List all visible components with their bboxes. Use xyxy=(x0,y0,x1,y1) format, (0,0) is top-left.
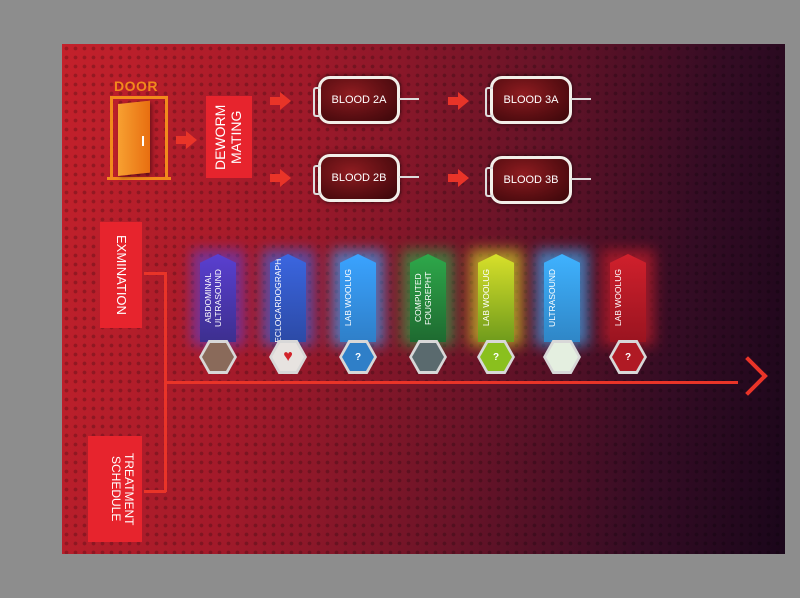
treatment-box: TREATMENT SCHEDULE xyxy=(88,436,142,542)
tag-hex-inner: ♥ xyxy=(272,343,304,371)
exam-tag: LAB WOOLUG? xyxy=(470,250,522,374)
tag-ribbon: COMPUTED FOUGREPHT xyxy=(410,254,446,342)
tag-ribbon: LAB WOOLUG xyxy=(610,254,646,342)
tag-hex-icon: ♥ xyxy=(269,340,307,374)
blood-bag-2b-label: BLOOD 2B xyxy=(331,172,387,184)
door-label: DOOR xyxy=(114,78,158,94)
tag-hex-inner: ? xyxy=(612,343,644,371)
tag-label: ULTRASOUND xyxy=(547,269,557,327)
exam-tag: LAB WOOLUG? xyxy=(332,250,384,374)
timeline-branch-top xyxy=(144,272,166,275)
exam-tag: ULTRASOUND xyxy=(536,250,588,374)
exam-tag: LAB WOOLUG? xyxy=(602,250,654,374)
door-icon xyxy=(118,100,150,176)
tag-label: ABDOMINAL ULTRASOUND xyxy=(203,269,223,327)
examination-label: EXMINATION xyxy=(114,235,130,315)
treatment-label: TREATMENT SCHEDULE xyxy=(108,452,136,526)
tag-label: LAB WOOLUG xyxy=(481,269,491,327)
tag-label: COMPUTED FOUGREPHT xyxy=(413,271,433,325)
tag-hex-icon xyxy=(409,340,447,374)
blood-bag-3b-label: BLOOD 3B xyxy=(503,174,559,186)
blood-bag-3a: BLOOD 3A xyxy=(485,76,591,124)
timeline-arrowhead xyxy=(728,356,768,396)
tag-ribbon: ULTRASOUND xyxy=(544,254,580,342)
exam-tag: ECLOCARDOGRAPHY♥ xyxy=(262,250,314,374)
blood-bag-3a-label: BLOOD 3A xyxy=(503,94,559,106)
tag-ribbon: LAB WOOLUG xyxy=(340,254,376,342)
tag-label: LAB WOOLUG xyxy=(613,269,623,327)
tag-label: LAB WOOLUG xyxy=(343,269,353,327)
deworm-box: DEWORM MATING xyxy=(206,96,252,178)
poster: DOOR DEWORM MATING BLOOD 2A BLOOD 2B BLO… xyxy=(62,44,785,554)
tag-ribbon: LAB WOOLUG xyxy=(478,254,514,342)
tag-hex-inner xyxy=(546,343,578,371)
timeline-arrow-line xyxy=(164,381,738,384)
blood-bag-3b: BLOOD 3B xyxy=(485,156,591,204)
blood-bag-2b: BLOOD 2B xyxy=(313,154,419,202)
exam-tag: COMPUTED FOUGREPHT xyxy=(402,250,454,374)
tag-hex-inner xyxy=(412,343,444,371)
tag-label: ECLOCARDOGRAPHY xyxy=(273,253,283,343)
tag-hex-inner xyxy=(202,343,234,371)
blood-bag-2a-label: BLOOD 2A xyxy=(331,94,387,106)
examination-box: EXMINATION xyxy=(100,222,142,328)
tag-ribbon: ECLOCARDOGRAPHY xyxy=(270,254,306,342)
tag-hex-inner: ? xyxy=(480,343,512,371)
tag-ribbon: ABDOMINAL ULTRASOUND xyxy=(200,254,236,342)
tag-hex-inner: ? xyxy=(342,343,374,371)
deworm-label: DEWORM MATING xyxy=(212,104,245,170)
exam-tag: ABDOMINAL ULTRASOUND xyxy=(192,250,244,374)
tag-hex-icon: ? xyxy=(339,340,377,374)
door-knob xyxy=(142,136,144,146)
timeline-branch-bottom xyxy=(144,490,166,493)
blood-bag-2a: BLOOD 2A xyxy=(313,76,419,124)
tag-hex-icon: ? xyxy=(477,340,515,374)
door-frame xyxy=(107,96,171,180)
